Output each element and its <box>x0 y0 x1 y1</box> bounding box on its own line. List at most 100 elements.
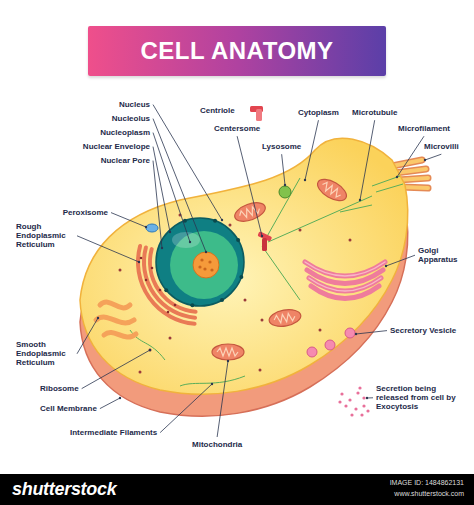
golgi-apparatus <box>305 262 385 299</box>
er-ribosome <box>140 257 143 260</box>
leader-dot <box>424 159 426 161</box>
leader-line <box>111 213 146 227</box>
leader-line <box>77 236 139 262</box>
centriole <box>262 238 267 251</box>
microvillus-core <box>392 160 422 166</box>
centrosome <box>257 231 272 251</box>
mito-cristae <box>320 181 342 198</box>
nuclear-pore <box>236 238 240 242</box>
part-label: Mitochondria <box>192 440 242 449</box>
leader-dot <box>385 265 387 267</box>
leader-dot <box>169 231 171 233</box>
er-tube <box>96 317 134 323</box>
microfilament-line <box>372 176 400 186</box>
er-ribosome <box>174 304 177 307</box>
er-ribosome <box>167 311 170 314</box>
er-tube <box>100 302 130 308</box>
leader-dot <box>149 349 151 351</box>
leader-dot <box>396 176 398 178</box>
part-label: Rough Endoplasmic Reticulum <box>16 222 74 250</box>
mito-membrane <box>314 175 350 205</box>
part-label: Centriole <box>200 106 235 115</box>
nuclear-pore <box>190 303 194 307</box>
filament-line <box>180 376 245 386</box>
leader-line <box>217 361 228 437</box>
part-label: Golgi Apparatus <box>418 246 464 264</box>
leader-dot <box>189 241 191 243</box>
mitochondrion <box>268 307 302 328</box>
leader-dot <box>284 184 286 186</box>
leader-line <box>153 147 170 232</box>
ribosome <box>169 337 172 340</box>
leader-dot <box>145 226 147 228</box>
lysosome <box>279 186 291 198</box>
ribosome <box>299 229 302 232</box>
leader-line <box>305 120 318 180</box>
ribosome <box>229 224 232 227</box>
nuclear-pore <box>164 288 168 292</box>
leader-dot <box>161 247 163 249</box>
leader-dot <box>138 261 140 263</box>
smooth-er <box>96 302 136 337</box>
secretion-dot <box>344 404 347 407</box>
ribosome <box>349 239 352 242</box>
secretion-dot <box>356 391 359 394</box>
leader-line <box>160 384 212 433</box>
nucleolus-dot <box>210 268 213 271</box>
secretion-dot <box>350 413 353 416</box>
organelles <box>119 175 370 417</box>
leader-dot <box>221 219 223 221</box>
title-banner: CELL ANATOMY <box>88 26 386 76</box>
leader-dot <box>205 251 207 253</box>
nucleolus-dot <box>208 260 211 263</box>
nuclear-pore <box>239 275 243 279</box>
leader-dot <box>261 235 263 237</box>
part-label: Cytoplasm <box>298 108 339 117</box>
ribosome <box>244 299 247 302</box>
part-label: Nucleolus <box>112 114 150 123</box>
leader-line <box>153 119 206 252</box>
mito-cristae <box>217 348 238 356</box>
leader-dot <box>211 383 213 385</box>
nucleoplasm <box>170 231 238 299</box>
centriole <box>256 109 262 121</box>
nuclear-pore <box>220 298 224 302</box>
leader-line <box>100 398 120 409</box>
mito-membrane <box>268 307 302 328</box>
er-ribosome <box>145 279 148 282</box>
part-label: Intermediate Filaments <box>70 428 157 437</box>
leader-dot <box>304 179 306 181</box>
part-label: Secretory Vesicle <box>390 326 456 335</box>
microvillus <box>392 160 422 166</box>
ribosome <box>261 319 264 322</box>
watermark: shutterstock <box>12 479 116 500</box>
ribosome <box>259 369 262 372</box>
nucleolus-dot <box>203 267 206 270</box>
leader-line <box>153 161 162 248</box>
leader-line <box>77 318 98 354</box>
golgi-cisterna <box>311 286 379 299</box>
part-label: Microfilament <box>398 124 450 133</box>
part-label: Cell Membrane <box>40 404 97 413</box>
leader-dot <box>97 317 99 319</box>
part-label: Smooth Endoplasmic Reticulum <box>16 340 74 368</box>
nucleus <box>156 218 244 306</box>
cytoplasm <box>80 138 408 394</box>
golgi-highlight <box>309 278 381 291</box>
leader-line <box>360 120 375 200</box>
secretion-dot <box>360 413 363 416</box>
cytoskeleton <box>130 176 403 386</box>
part-label: Microtubule <box>352 108 397 117</box>
peroxisome <box>146 224 158 232</box>
secretory-vesicle <box>307 347 317 357</box>
nucleolus <box>193 252 219 278</box>
secretion-dot <box>338 400 341 403</box>
nucleolus-dot <box>200 258 203 261</box>
highlight <box>172 232 200 248</box>
part-label: Centersome <box>214 124 260 133</box>
secretion-dot <box>348 398 351 401</box>
secretion-dot <box>362 404 365 407</box>
mito-membrane <box>232 199 268 225</box>
nucleolus-dot <box>198 265 201 268</box>
secretion-dot <box>366 409 369 412</box>
